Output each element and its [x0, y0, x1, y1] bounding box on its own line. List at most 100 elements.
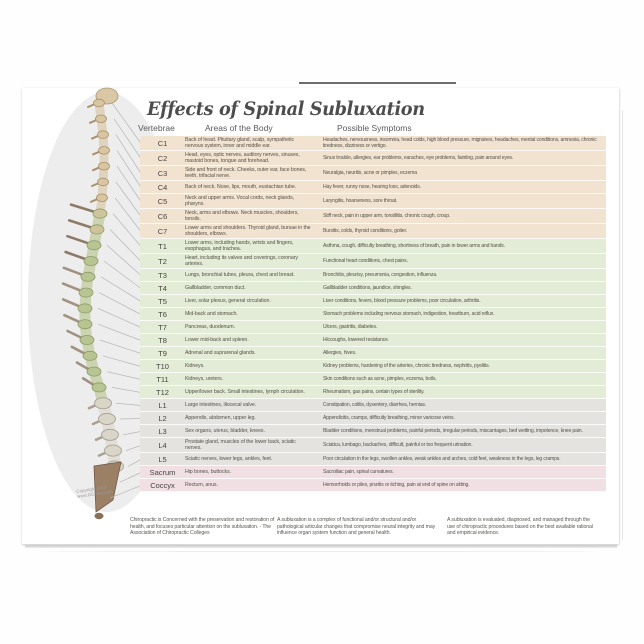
- area-cell: Adrenal and suprarenal glands.: [185, 350, 256, 356]
- table-row: T3 Lungs, bronchial tubes, pleura, chest…: [140, 269, 606, 282]
- vertebra-label: T4: [158, 283, 167, 293]
- area-cell: Mid-back and stomach.: [185, 311, 238, 317]
- vertebra-label: C1: [157, 138, 168, 148]
- area-cell: Lungs, bronchial tubes, pleura, chest an…: [185, 272, 295, 278]
- table-row: L2 Appendix, abdomen, upper leg. Appendi…: [140, 412, 606, 425]
- symptoms-cell: Sinus trouble, allergies, ear problems, …: [323, 155, 514, 161]
- table-row: T10 Kidneys. Kidney problems, hardening …: [140, 360, 606, 373]
- table-row: C1 Back of head. Pituitary gland, scalp,…: [140, 136, 606, 151]
- table-row: T2 Heart, including its valves and cover…: [140, 254, 606, 269]
- area-cell: Appendix, abdomen, upper leg.: [185, 415, 256, 421]
- area-cell: Hip bones, buttocks.: [185, 469, 231, 475]
- vertebra-label: T12: [156, 387, 169, 397]
- area-cell: Kidneys, ureters.: [185, 376, 224, 382]
- footer-quote-management: A subluxation is evaluated, diagnosed, a…: [447, 517, 593, 537]
- page-stack-edge-2: [42, 551, 600, 552]
- vertebra-label: T5: [158, 296, 167, 306]
- vertebra-label: C3: [157, 168, 168, 178]
- table-row: L3 Sex organs, uterus, bladder, knees. B…: [140, 425, 606, 438]
- area-cell: Neck, arms and elbows. Neck muscles, sho…: [185, 210, 299, 222]
- symptoms-cell: Neuralgia, neuritis, acne or pimples, ec…: [323, 170, 417, 176]
- column-header-symptoms: Possible Symptoms: [337, 123, 412, 133]
- table-row: T11 Kidneys, ureters. Skin conditions su…: [140, 373, 606, 386]
- table-row: T1 Lower arms, including hands, wrists a…: [140, 239, 606, 254]
- symptoms-cell: Poor circulation in the legs, swollen an…: [323, 456, 561, 462]
- vertebra-label: Sacrum: [149, 467, 176, 477]
- vertebra-label: C6: [157, 211, 168, 221]
- symptoms-cell: Ulcers, gastritis, diabetes.: [323, 324, 378, 330]
- symptoms-cell: Hemorrhoids or piles, pruritis or itchin…: [323, 482, 470, 488]
- area-cell: Large intestines, iliocecal valve.: [185, 402, 257, 408]
- symptoms-cell: Bronchitis, pleurisy, pneumonia, congest…: [323, 272, 438, 278]
- vertebra-label: C2: [157, 153, 168, 163]
- area-cell: Lower arms and shoulders. Thyroid gland,…: [185, 225, 311, 237]
- table-row: L4 Prostate gland, muscles of the lower …: [140, 438, 606, 453]
- area-cell: Prostate gland, muscles of the lower bac…: [185, 439, 296, 451]
- area-cell: Gallbladder, common duct.: [185, 285, 246, 291]
- vertebra-label: T2: [158, 256, 167, 266]
- symptoms-cell: Stomach problems including nervous stoma…: [323, 311, 495, 317]
- column-header-areas: Areas of the Body: [205, 123, 273, 133]
- table-row: T4 Gallbladder, common duct. Gallbladder…: [140, 282, 606, 295]
- symptoms-cell: Headaches, nervousness, insomnia, head c…: [323, 137, 597, 149]
- page-stack-edge: [25, 545, 617, 548]
- chart-table: C1 Back of head. Pituitary gland, scalp,…: [140, 136, 606, 492]
- area-cell: Head, eyes, optic nerves, auditory nerve…: [185, 152, 300, 164]
- area-cell: Back of neck. Nose, lips, mouth, eustach…: [185, 184, 297, 190]
- symptoms-cell: Kidney problems, hardening of the arteri…: [323, 363, 490, 369]
- symptoms-cell: Sciatica, lumbago, backaches, difficult,…: [323, 442, 473, 448]
- vertebra-label: L4: [158, 440, 167, 450]
- area-cell: Back of head. Pituitary gland, scalp, sy…: [185, 137, 295, 149]
- area-cell: Heart, including its valves and covering…: [185, 255, 298, 267]
- symptoms-cell: Skin conditions such as acne, pimples, e…: [323, 376, 437, 382]
- table-row: C5 Neck and upper arms. Vocal cords, nec…: [140, 194, 606, 209]
- notepad-backing-edge: [299, 82, 456, 84]
- vertebra-label: T9: [158, 348, 167, 358]
- table-row: C2 Head, eyes, optic nerves, auditory ne…: [140, 151, 606, 166]
- symptoms-cell: Functional heart conditions, chest pains…: [323, 258, 408, 264]
- symptoms-cell: Hay fever, runny nose, hearing loss, ade…: [323, 184, 421, 190]
- table-row: C6 Neck, arms and elbows. Neck muscles, …: [140, 209, 606, 224]
- symptoms-cell: Gallbladder conditions, jaundice, shingl…: [323, 285, 412, 291]
- area-cell: Side and front of neck. Cheeks, outer ea…: [185, 167, 307, 179]
- vertebra-label: T1: [158, 241, 167, 251]
- vertebra-label: T7: [158, 322, 167, 332]
- symptoms-cell: Appendicitis, cramps, difficulty breathi…: [323, 415, 455, 421]
- symptoms-cell: Hiccoughs, lowered resistance.: [323, 337, 389, 343]
- symptoms-cell: Constipation, colitis, dysentery, diarrh…: [323, 402, 427, 408]
- table-row: T8 Lower mid-back and spleen. Hiccoughs,…: [140, 334, 606, 347]
- vertebra-label: T10: [156, 361, 169, 371]
- vertebra-label: C7: [157, 226, 168, 236]
- area-cell: Kidneys.: [185, 363, 205, 369]
- table-row: L5 Sciatic nerves, lower legs, ankles, f…: [140, 453, 606, 466]
- footer-quote-definition: A subluxation is a complex of functional…: [277, 517, 436, 537]
- vertebra-label: L1: [158, 400, 167, 410]
- area-cell: Neck and upper arms. Vocal cords, neck g…: [185, 195, 295, 207]
- footer-quote-acc: Chiropractic is Concerned with the prese…: [130, 517, 275, 537]
- table-row: T7 Pancreas, duodenum. Ulcers, gastritis…: [140, 321, 606, 334]
- symptoms-cell: Allergies, hives.: [323, 350, 357, 356]
- vertebra-label: C4: [157, 182, 168, 192]
- vertebra-label: T11: [156, 374, 169, 384]
- vertebra-label: L2: [158, 413, 167, 423]
- symptoms-cell: Sacroiliac pain, spinal curvatures.: [323, 469, 394, 475]
- area-cell: Liver, solar plexus, general circulation…: [185, 298, 271, 304]
- table-row: C7 Lower arms and shoulders. Thyroid gla…: [140, 224, 606, 239]
- table-row: T6 Mid-back and stomach. Stomach problem…: [140, 308, 606, 321]
- table-row: C3 Side and front of neck. Cheeks, outer…: [140, 166, 606, 181]
- area-cell: Sciatic nerves, lower legs, ankles, feet…: [185, 456, 273, 462]
- symptoms-cell: Stiff neck, pain in upper arm, tonsillit…: [323, 213, 451, 219]
- table-row: T5 Liver, solar plexus, general circulat…: [140, 295, 606, 308]
- table-row: C4 Back of neck. Nose, lips, mouth, eust…: [140, 181, 606, 194]
- symptoms-cell: Rheumatism, gas pains, certain types of …: [323, 389, 425, 395]
- area-cell: Pancreas, duodenum.: [185, 324, 235, 330]
- page-title: Effects of Spinal Subluxation: [147, 98, 425, 120]
- page-stack-edge-right: [622, 110, 623, 540]
- area-cell: Lower arms, including hands, wrists and …: [185, 240, 294, 252]
- vertebra-label: T3: [158, 270, 167, 280]
- table-row: L1 Large intestines, iliocecal valve. Co…: [140, 399, 606, 412]
- table-row: T12 Upper/lower back. Small intestines, …: [140, 386, 606, 399]
- table-row: Coccyx Rectum, anus. Hemorrhoids or pile…: [140, 479, 606, 492]
- vertebra-label: T6: [158, 309, 167, 319]
